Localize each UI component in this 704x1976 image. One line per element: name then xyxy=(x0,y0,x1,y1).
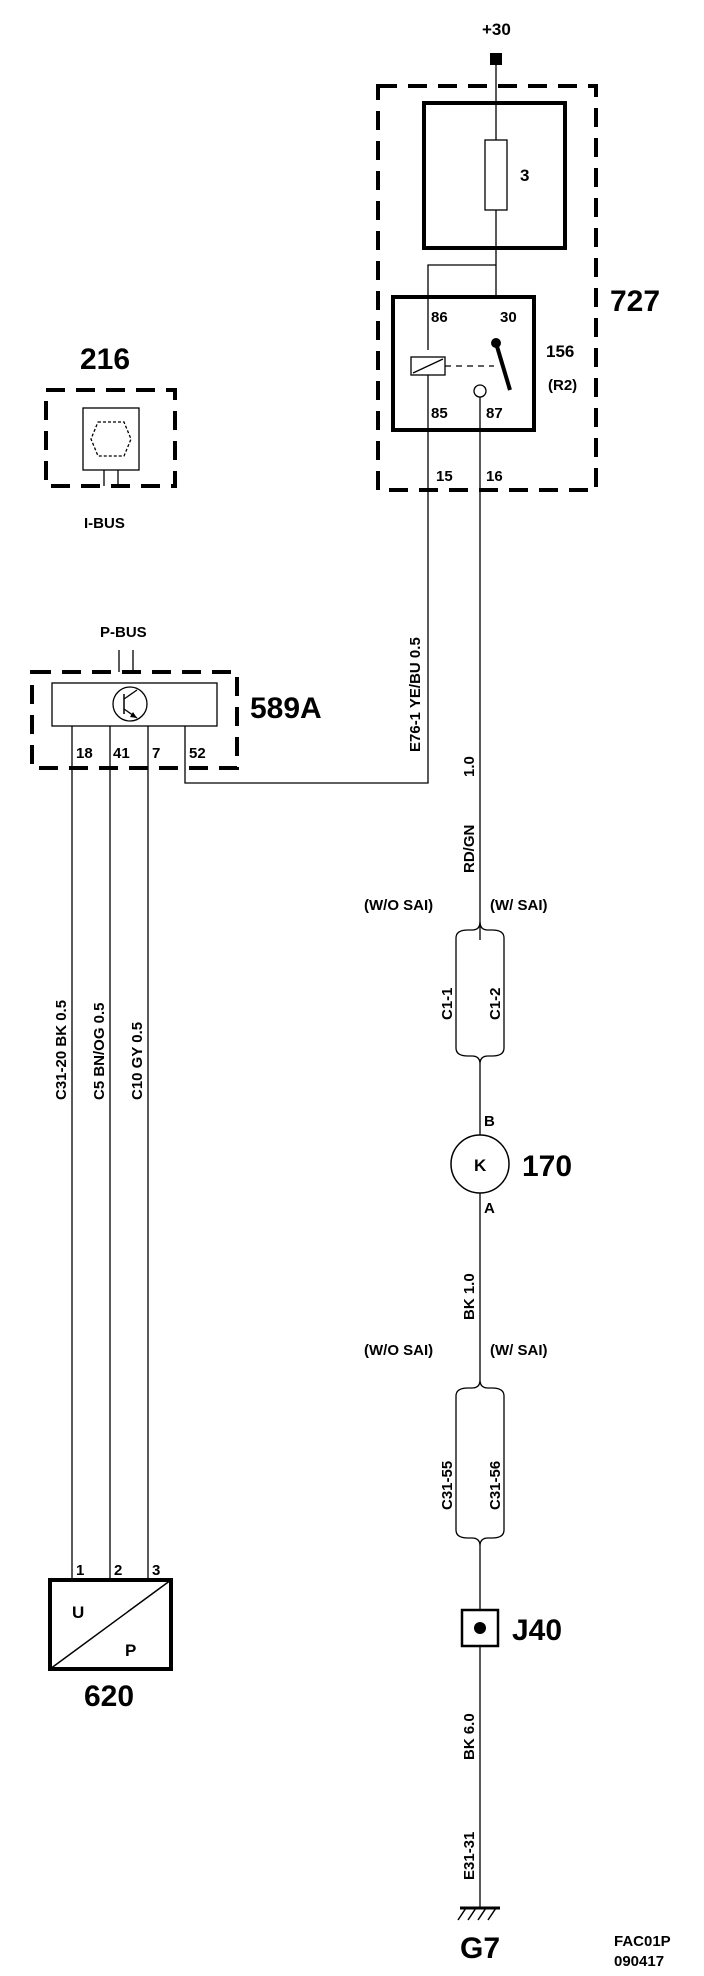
module-589a-inner xyxy=(51,682,218,727)
supply-label: +30 xyxy=(482,20,511,39)
transistor-icon xyxy=(112,686,148,722)
coil-feed-wire xyxy=(427,264,496,350)
main-ground-conn: E31-31 xyxy=(461,1832,478,1880)
top-conn-brace-top xyxy=(455,921,505,939)
relay-box-727 xyxy=(376,84,598,492)
relay-156 xyxy=(391,295,536,432)
sensor-p: P xyxy=(125,1641,136,1660)
module-216-hex-icon xyxy=(90,421,132,457)
module-589a-pin-18: 18 xyxy=(76,745,93,762)
feed-wire-color: RD/GN xyxy=(461,825,478,873)
sensor-620-diagonal xyxy=(49,1579,172,1670)
ground-id: G7 xyxy=(460,1932,500,1965)
sensor-pin-2: 2 xyxy=(114,1562,122,1579)
pump-symbol: K xyxy=(474,1156,487,1175)
sensor-id: 620 xyxy=(84,1680,134,1713)
wire-c5-label: C5 BN/OG 0.5 xyxy=(91,1002,108,1100)
bottom-conn-right-label: C31-56 xyxy=(487,1461,504,1510)
relay-switch-arm xyxy=(494,342,512,391)
top-conn-brace-bottom xyxy=(455,1047,505,1065)
module-589a-pin-52: 52 xyxy=(189,745,206,762)
pump-id: 170 xyxy=(522,1150,572,1183)
relay-id: 156 xyxy=(546,342,574,361)
top-conn-wo-sai: (W/O SAI) xyxy=(364,897,433,914)
relay-pin-86: 86 xyxy=(431,309,448,326)
fuse-label: 3 xyxy=(520,166,529,185)
top-conn-right-label: C1-2 xyxy=(487,987,504,1020)
footer-date: 090417 xyxy=(614,1953,664,1970)
relay-control-wire xyxy=(184,480,429,784)
p-bus-label: P-BUS xyxy=(100,624,147,641)
transistor-arrow xyxy=(130,712,137,718)
module-589a-pin-41: 41 xyxy=(113,745,130,762)
module-589a xyxy=(30,670,239,770)
bottom-conn-brace-bottom xyxy=(455,1529,505,1547)
wire-c10-label: C10 GY 0.5 xyxy=(129,1022,146,1100)
pump-ground-gauge: BK 1.0 xyxy=(461,1273,478,1320)
relay-out-15: 15 xyxy=(436,468,453,485)
bottom-conn-wo-sai: (W/O SAI) xyxy=(364,1342,433,1359)
i-bus-label: I-BUS xyxy=(84,515,125,532)
feed-wire-gauge: 1.0 xyxy=(461,756,478,777)
splice-dot xyxy=(474,1622,486,1634)
top-conn-left-label: C1-1 xyxy=(439,987,456,1020)
footer-code: FAC01P xyxy=(614,1933,671,1950)
splice-id: J40 xyxy=(512,1614,562,1647)
module-216 xyxy=(44,388,177,488)
relay-out-16: 16 xyxy=(486,468,503,485)
main-ground-gauge: BK 6.0 xyxy=(461,1713,478,1760)
ground-icon xyxy=(457,1906,500,1921)
relay-control-wire-label: E76-1 YE/BU 0.5 xyxy=(407,637,424,752)
bottom-conn-w-sai: (W/ SAI) xyxy=(490,1342,548,1359)
module-589a-id: 589A xyxy=(250,692,322,725)
relay-box-id: 727 xyxy=(610,285,660,318)
transistor-collector xyxy=(123,689,138,700)
module-589a-pin-7: 7 xyxy=(152,745,160,762)
sensor-pin-3: 3 xyxy=(152,1562,160,1579)
sensor-u: U xyxy=(72,1603,84,1622)
pump-pin-b: B xyxy=(484,1113,495,1130)
bottom-conn-left-label: C31-55 xyxy=(439,1461,456,1510)
supply-terminal xyxy=(490,53,502,65)
relay-contact-87 xyxy=(473,384,487,398)
pump-pin-a: A xyxy=(484,1200,495,1217)
relay-pin-85: 85 xyxy=(431,405,448,422)
top-conn-w-sai: (W/ SAI) xyxy=(490,897,548,914)
sensor-pin-1: 1 xyxy=(76,1562,84,1579)
module-216-inner xyxy=(82,407,140,471)
relay-coil-slash xyxy=(412,358,444,374)
bottom-conn-brace-top xyxy=(455,1379,505,1397)
fuse-holder xyxy=(422,101,567,250)
relay-sub: (R2) xyxy=(548,377,577,394)
relay-pin-87: 87 xyxy=(486,405,503,422)
module-216-id: 216 xyxy=(80,343,130,376)
fuse-icon xyxy=(484,139,508,211)
wire-c31-20-label: C31-20 BK 0.5 xyxy=(53,1000,70,1100)
relay-pin-30: 30 xyxy=(500,309,517,326)
